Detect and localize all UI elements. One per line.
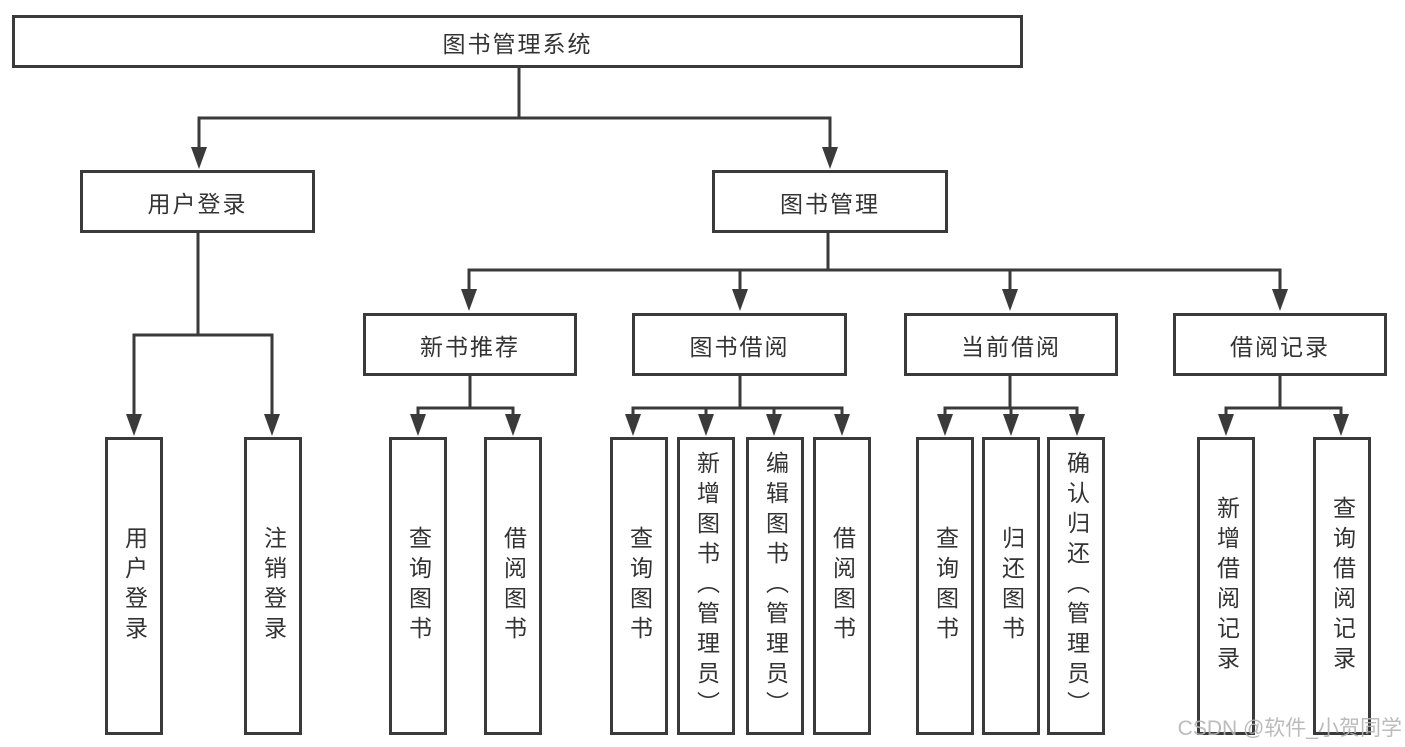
arrowhead	[1333, 414, 1349, 436]
arrowhead	[410, 414, 426, 436]
arrowhead	[937, 414, 953, 436]
leaf-current-confirm-return-admin: 确认归还（管理员）	[1047, 437, 1105, 735]
node-label: 借阅图书	[500, 526, 527, 646]
leaf-user-login: 用户登录	[105, 437, 163, 735]
node-label: 图书管理系统	[442, 30, 593, 57]
node-label: 新增图书（管理员）	[693, 451, 720, 721]
node-label: 新增借阅记录	[1213, 496, 1240, 676]
node-label: 确认归还（管理员）	[1063, 451, 1090, 721]
node-label: 借阅图书	[829, 526, 856, 646]
arrowhead	[625, 414, 641, 436]
arrowhead	[1003, 414, 1019, 436]
node-label: 当前借阅	[961, 333, 1061, 360]
node-label: 用户登录	[121, 526, 148, 646]
connector-current-borrow-rail	[943, 376, 1079, 416]
node-current-borrowing: 当前借阅	[904, 313, 1118, 376]
leaf-current-return-books: 归还图书	[982, 437, 1040, 735]
connector-book-mgmt-rail	[467, 233, 1282, 290]
node-label: 编辑图书（管理员）	[762, 451, 789, 721]
arrowhead	[505, 414, 521, 436]
node-label: 查询图书	[626, 526, 653, 646]
leaf-current-query-books: 查询图书	[916, 437, 974, 735]
node-label: 新书推荐	[420, 333, 520, 360]
arrowhead	[126, 414, 142, 436]
node-new-book-recommend: 新书推荐	[363, 313, 577, 376]
node-book-management: 图书管理	[712, 170, 948, 233]
node-book-borrowing: 图书借阅	[632, 313, 847, 376]
arrowhead	[1218, 414, 1234, 436]
node-label: 注销登录	[260, 526, 287, 646]
csdn-watermark: CSDN @软件_小贺同学	[1177, 717, 1402, 740]
node-label: 用户登录	[147, 190, 248, 217]
leaf-borrowing-query-books: 查询图书	[610, 437, 668, 735]
arrowhead	[461, 289, 477, 311]
leaf-borrowing-edit-books-admin: 编辑图书（管理员）	[746, 437, 804, 735]
node-label: 查询图书	[932, 526, 959, 646]
node-borrow-records: 借阅记录	[1173, 313, 1387, 376]
leaf-records-add-record: 新增借阅记录	[1197, 437, 1255, 735]
node-root-system: 图书管理系统	[12, 15, 1023, 68]
arrowhead	[1002, 289, 1018, 311]
arrowhead	[766, 414, 782, 436]
arrowhead	[822, 147, 838, 169]
arrowhead	[732, 289, 748, 311]
leaf-records-query-record: 查询借阅记录	[1313, 437, 1371, 735]
connector-new-books-rail	[416, 376, 515, 416]
connector-user-login-rail	[132, 233, 274, 416]
leaf-borrowing-add-books-admin: 新增图书（管理员）	[677, 437, 735, 735]
connector-root-rail	[197, 68, 832, 148]
arrowhead	[264, 414, 280, 436]
arrowhead	[1069, 414, 1085, 436]
node-label: 查询借阅记录	[1329, 496, 1356, 676]
arrowhead	[698, 414, 714, 436]
arrowheads	[126, 147, 1349, 436]
node-label: 查询图书	[405, 526, 432, 646]
node-label: 归还图书	[998, 526, 1025, 646]
arrowhead	[834, 414, 850, 436]
node-user-login: 用户登录	[80, 170, 315, 233]
node-label: 图书管理	[780, 190, 880, 217]
connector-book-borrow-rail	[631, 376, 844, 416]
leaf-logout: 注销登录	[244, 437, 302, 735]
arrowhead	[1272, 289, 1288, 311]
node-label: 图书借阅	[689, 333, 790, 360]
leaf-newbooks-query-books: 查询图书	[389, 437, 447, 735]
leaf-borrowing-borrow-books: 借阅图书	[813, 437, 871, 735]
arrowhead	[191, 147, 207, 169]
connector-borrow-records-rail	[1224, 376, 1343, 416]
node-label: 借阅记录	[1230, 333, 1330, 360]
leaf-newbooks-borrow-books: 借阅图书	[484, 437, 542, 735]
